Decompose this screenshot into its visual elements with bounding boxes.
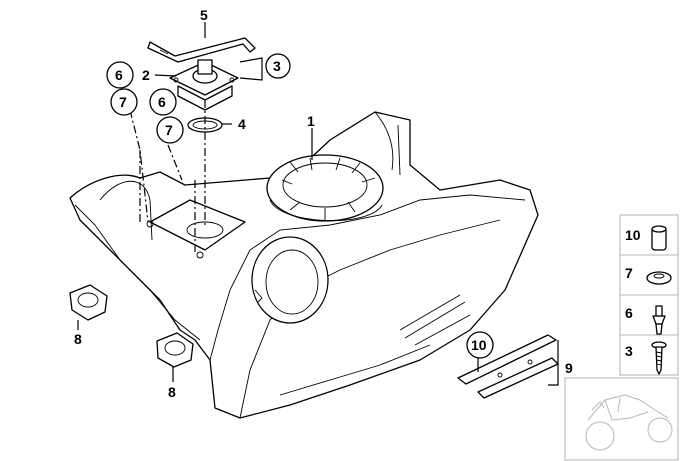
- callout-7b-badge: 7: [156, 116, 184, 144]
- callout-8b: 8: [168, 384, 176, 400]
- legend-row-3: 3: [625, 341, 667, 375]
- screw-icon: [651, 341, 667, 375]
- callout-6b: 6: [158, 94, 166, 110]
- callout-5: 5: [200, 7, 208, 23]
- leader-lines: [77, 22, 559, 386]
- callout-4: 4: [238, 116, 246, 132]
- rubber-washer-icon: [646, 271, 672, 285]
- callout-6a-badge: 6: [106, 61, 134, 89]
- legend-label-7: 7: [625, 265, 633, 281]
- legend-label-3: 3: [625, 343, 633, 359]
- legend-row-6: 6: [625, 305, 666, 335]
- grommet-lower[interactable]: [156, 332, 194, 368]
- callout-6a: 6: [115, 67, 123, 83]
- legend-row-10: 10: [625, 225, 667, 251]
- callout-3: 3: [273, 58, 281, 74]
- grommet-left[interactable]: [69, 284, 108, 321]
- fuel-tank[interactable]: [69, 111, 539, 419]
- legend-row-7: 7: [625, 265, 672, 285]
- callout-7a-badge: 7: [110, 88, 138, 116]
- spacer-sleeve-icon: [651, 225, 667, 251]
- motorcycle-thumbnail: [564, 377, 679, 461]
- legend-label-10: 10: [625, 227, 641, 243]
- callout-10-badge: 10: [466, 331, 494, 359]
- callout-1: 1: [307, 113, 315, 129]
- callout-10: 10: [471, 337, 487, 353]
- callout-2: 2: [142, 67, 150, 83]
- filler-cap-assembly[interactable]: [169, 59, 239, 111]
- expanding-rivet-icon: [652, 305, 666, 335]
- callout-9: 9: [565, 360, 573, 376]
- callout-6b-badge: 6: [149, 88, 177, 116]
- callout-7b: 7: [165, 122, 173, 138]
- callout-7a: 7: [119, 94, 127, 110]
- breather-hose[interactable]: [147, 37, 256, 63]
- callout-8a: 8: [74, 331, 82, 347]
- parts-legend: 10 7 6 3: [619, 214, 679, 376]
- legend-label-6: 6: [625, 305, 633, 321]
- callout-3-badge: 3: [265, 53, 291, 79]
